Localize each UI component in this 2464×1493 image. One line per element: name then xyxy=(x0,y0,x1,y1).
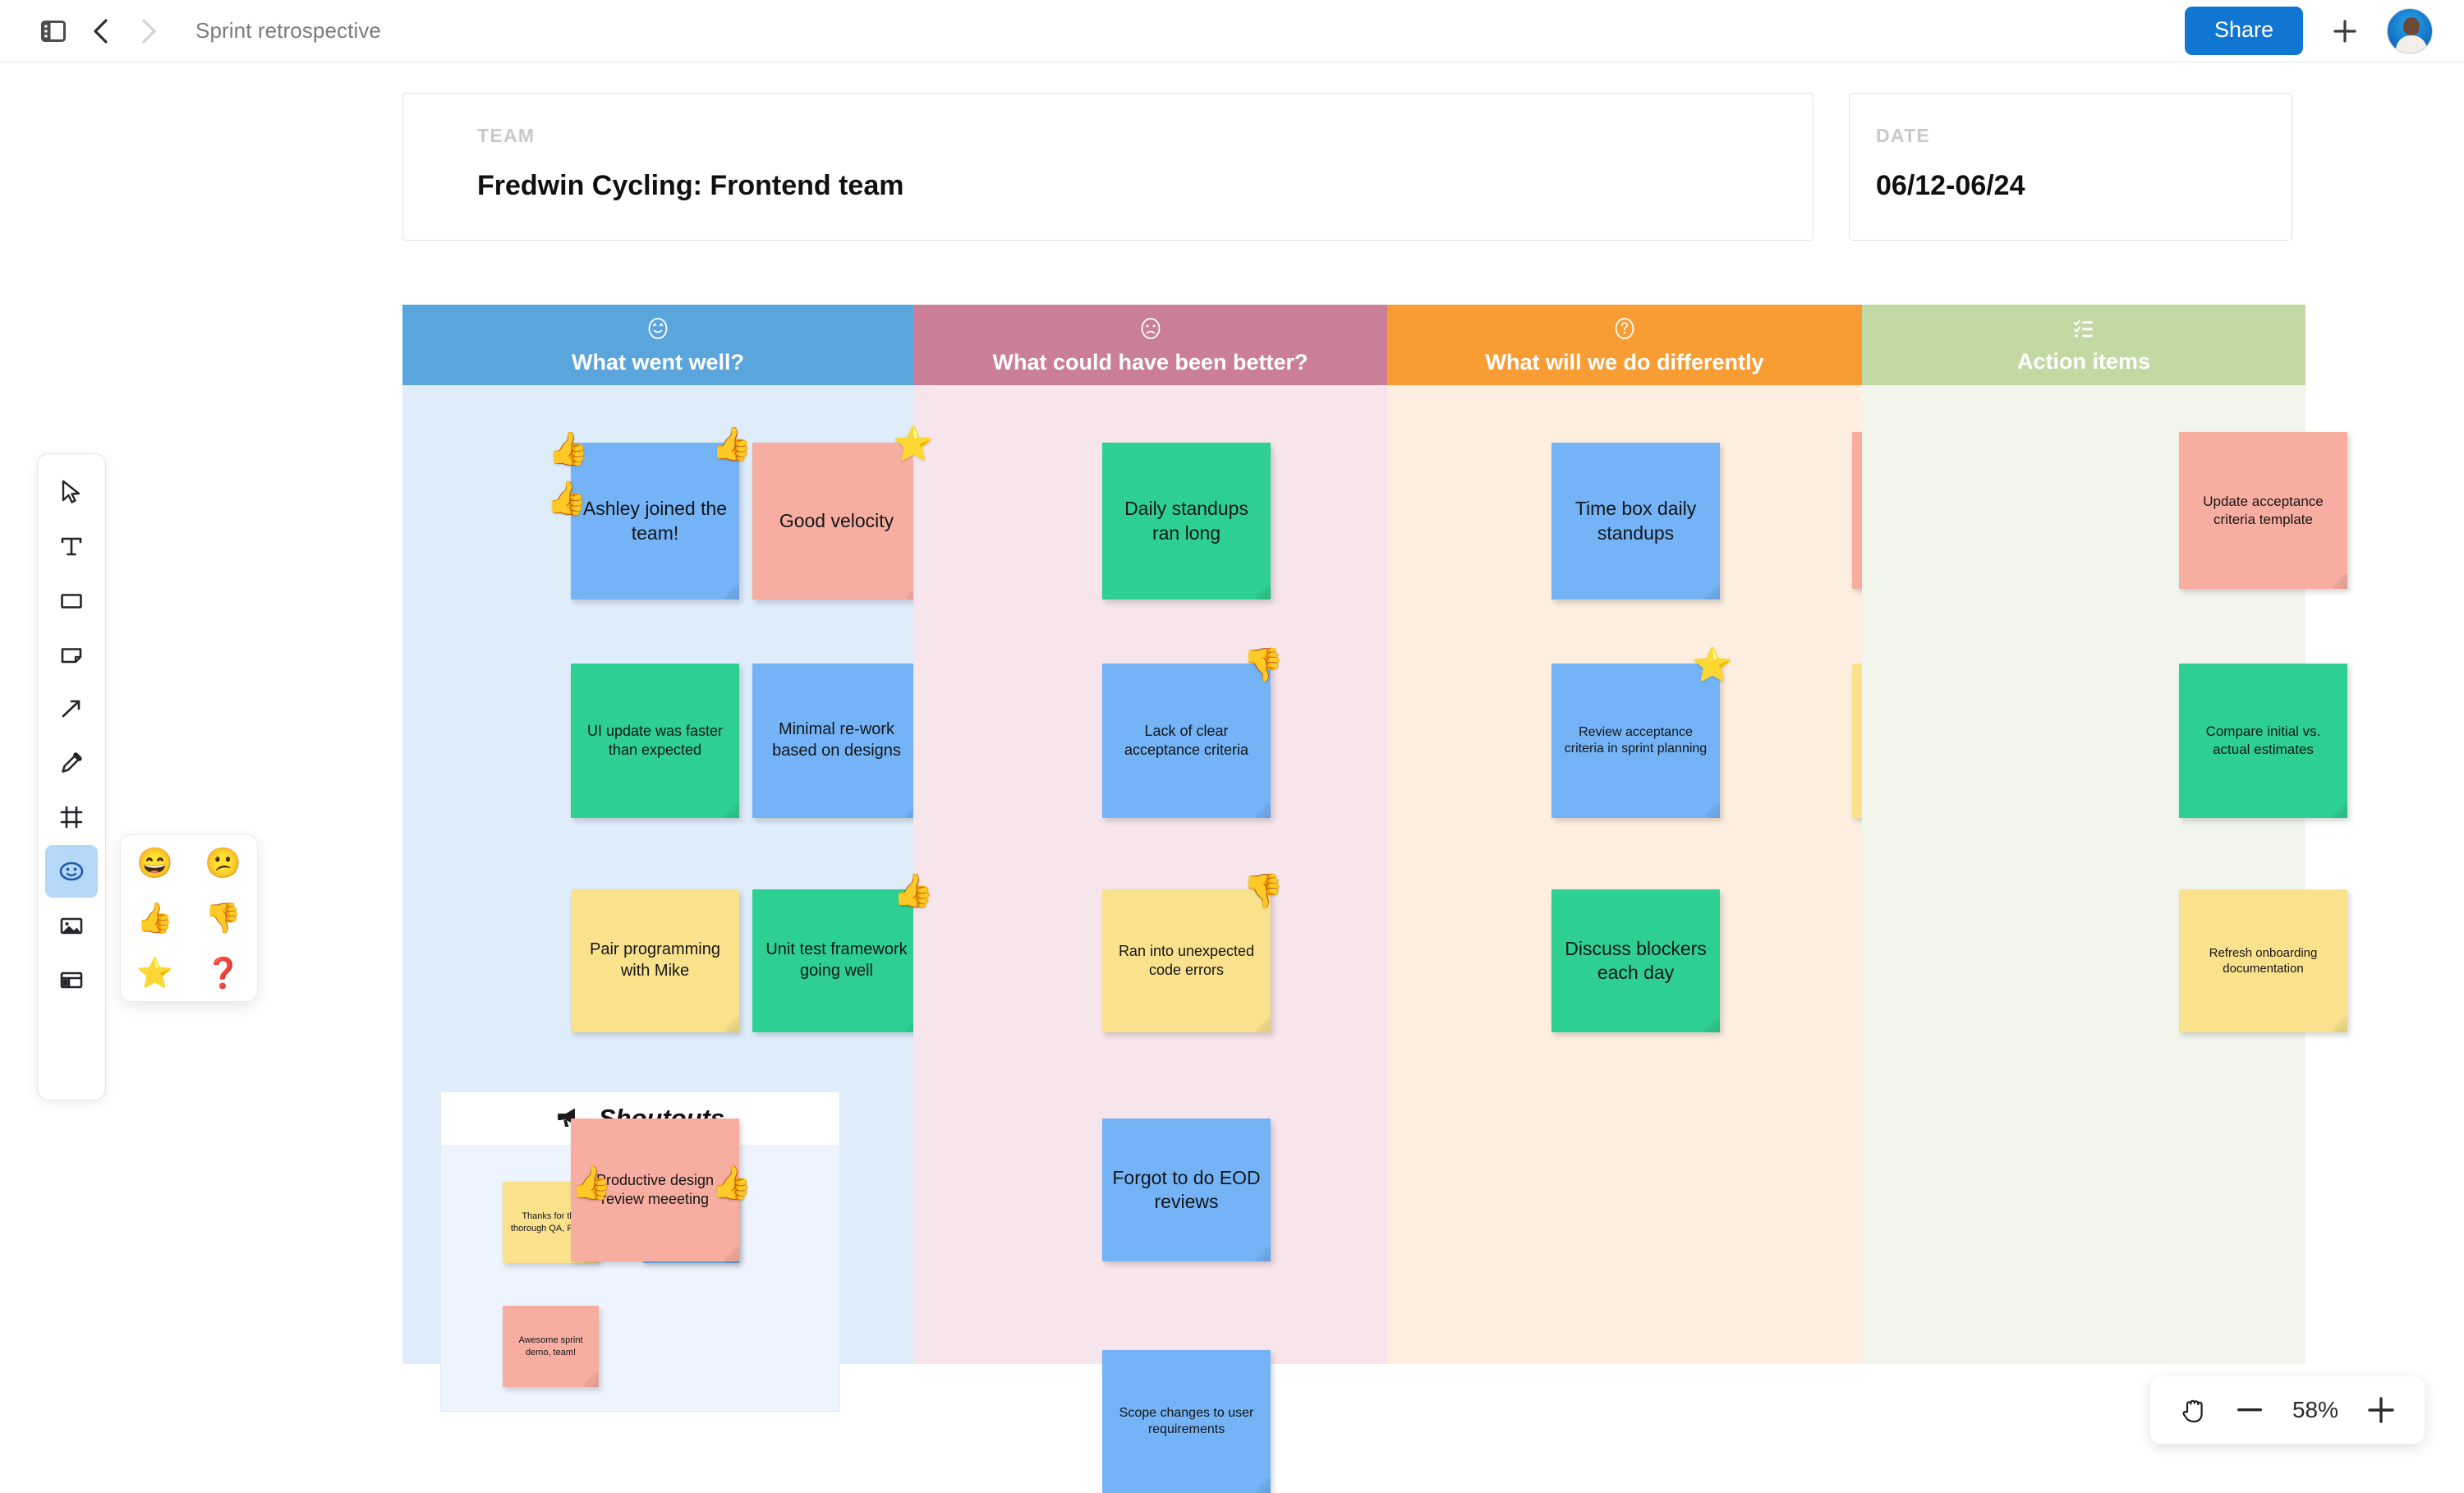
sticky-note[interactable]: Discuss blockers each day xyxy=(1551,889,1720,1032)
emoji-thumbs-down-icon[interactable]: 👎 xyxy=(205,903,241,933)
sad-face-icon xyxy=(1137,315,1165,347)
shape-tool[interactable] xyxy=(45,574,98,627)
column-title: What went well? xyxy=(572,350,744,375)
share-button[interactable]: Share xyxy=(2185,7,2303,55)
column-header-could-be-better: What could have been better? xyxy=(913,305,1387,385)
back-button[interactable] xyxy=(77,7,125,55)
column-action-items: Action items Update acceptance criteria … xyxy=(1862,305,2305,1364)
sticky-note-tool[interactable] xyxy=(45,628,98,681)
sticky-note[interactable]: Unit test framework going well xyxy=(752,889,921,1032)
date-card[interactable]: DATE 06/12-06/24 xyxy=(1849,93,2292,241)
sticky-note[interactable]: Review acceptance criteria in sprint pla… xyxy=(1551,664,1720,818)
sticky-note[interactable]: Forgot to do EOD reviews xyxy=(1102,1119,1271,1261)
template-tool[interactable] xyxy=(45,953,98,1006)
column-header-do-differently: What will we do differently xyxy=(1387,305,1862,385)
retro-board: What went well? Shoutouts Thanks for the… xyxy=(402,305,2305,1364)
sticky-note[interactable]: Time box daily standups xyxy=(1551,443,1720,599)
column-went-well: What went well? Shoutouts Thanks for the… xyxy=(402,305,913,1364)
document-title[interactable]: Sprint retrospective xyxy=(195,18,381,44)
column-body-do-differently: Time box daily standupsTry "no meeting" … xyxy=(1387,385,1862,1364)
emoji-thumbs-up-icon[interactable]: 👍 xyxy=(136,903,173,933)
team-label: TEAM xyxy=(477,125,1813,147)
sticky-note[interactable]: Ashley joined the team! xyxy=(571,443,739,599)
emoji-picker-popup: 😄 😕 👍 👎 ⭐ ❓ xyxy=(120,834,258,1002)
forward-button[interactable] xyxy=(125,7,172,55)
left-toolbar xyxy=(37,453,106,1100)
emoji-grinning-icon[interactable]: 😄 xyxy=(136,848,173,878)
column-do-differently: What will we do differently Time box dai… xyxy=(1387,305,1862,1364)
sticky-note[interactable]: Awesome sprint demo, team! xyxy=(503,1306,599,1387)
question-circle-icon xyxy=(1611,315,1639,347)
date-value: 06/12-06/24 xyxy=(1876,170,2292,202)
connector-tool[interactable] xyxy=(45,682,98,735)
sticky-note[interactable]: Refresh onboarding documentation xyxy=(2179,889,2347,1032)
smiley-face-icon xyxy=(644,315,672,347)
column-title: Action items xyxy=(2017,349,2150,374)
column-title: What could have been better? xyxy=(992,350,1308,375)
image-tool[interactable] xyxy=(45,899,98,952)
text-tool[interactable] xyxy=(45,520,98,572)
column-body-could-be-better: Daily standups ran longNew user story ad… xyxy=(913,385,1387,1364)
zoom-out-button[interactable] xyxy=(2224,1385,2275,1436)
sticky-note[interactable]: Update acceptance criteria template xyxy=(2179,432,2347,589)
emoji-tool[interactable] xyxy=(45,845,98,898)
zoom-in-button[interactable] xyxy=(2356,1385,2407,1436)
top-bar-left: Sprint retrospective xyxy=(0,7,381,55)
pen-tool[interactable] xyxy=(45,737,98,789)
user-avatar[interactable] xyxy=(2387,8,2433,54)
zoom-level-label[interactable]: 58% xyxy=(2280,1397,2351,1423)
add-button[interactable] xyxy=(2324,11,2365,52)
top-bar-right: Share xyxy=(2185,7,2464,55)
pan-hand-icon[interactable] xyxy=(2168,1385,2219,1436)
column-header-went-well: What went well? xyxy=(402,305,913,385)
date-label: DATE xyxy=(1876,125,2292,147)
sidebar-toggle-button[interactable] xyxy=(30,7,77,55)
sticky-note[interactable]: Daily standups ran long xyxy=(1102,443,1271,599)
checklist-icon xyxy=(2070,315,2098,346)
sticky-note[interactable]: Good velocity xyxy=(752,443,921,599)
sticky-note[interactable]: Ran into unexpected code errors xyxy=(1102,889,1271,1032)
team-value: Fredwin Cycling: Frontend team xyxy=(477,170,1813,202)
sticky-note[interactable]: Pair programming with Mike xyxy=(571,889,739,1032)
column-body-went-well: Shoutouts Thanks for the thorough QA, Ro… xyxy=(402,385,913,1364)
sticky-note[interactable]: Minimal re-work based on designs xyxy=(752,664,921,818)
column-title: What will we do differently xyxy=(1485,350,1763,375)
emoji-frowning-icon[interactable]: 😕 xyxy=(205,848,241,878)
column-could-be-better: What could have been better? Daily stand… xyxy=(913,305,1387,1364)
sticky-note[interactable]: Scope changes to user requirements xyxy=(1102,1350,1271,1493)
zoom-control: 58% xyxy=(2150,1376,2425,1444)
sticky-note[interactable]: Productive design review meeeting xyxy=(571,1119,739,1261)
sticky-note[interactable]: UI update was faster than expected xyxy=(571,664,739,818)
select-tool[interactable] xyxy=(45,466,98,518)
top-bar: Sprint retrospective Share xyxy=(0,0,2464,62)
frame-tool[interactable] xyxy=(45,791,98,843)
sticky-note[interactable]: Lack of clear acceptance criteria xyxy=(1102,664,1271,818)
sticky-note[interactable]: Compare initial vs. actual estimates xyxy=(2179,664,2347,818)
emoji-question-icon[interactable]: ❓ xyxy=(205,958,241,988)
column-header-action-items: Action items xyxy=(1862,305,2305,385)
emoji-star-icon[interactable]: ⭐ xyxy=(136,958,173,988)
team-card[interactable]: TEAM Fredwin Cycling: Frontend team xyxy=(402,93,1814,241)
